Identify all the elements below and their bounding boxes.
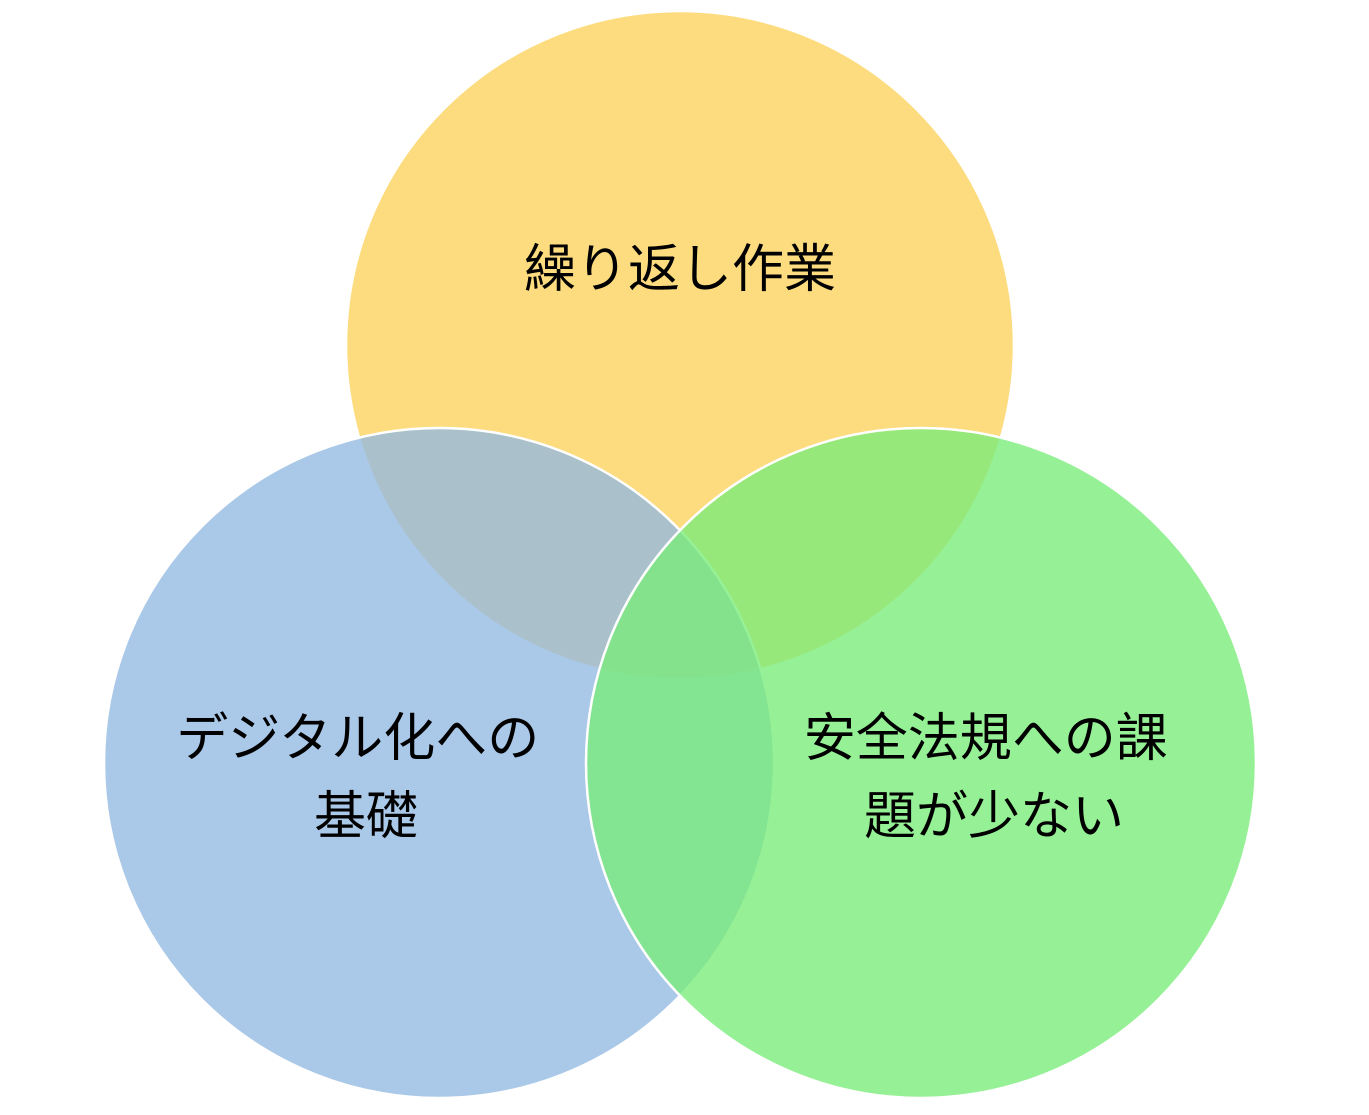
top-circle-label-line: 繰り返し作業 [524,240,836,300]
bottom-right-circle-label-line-2: 題が少ない [864,787,1124,847]
bottom-left-circle-label-line-1: デジタル化への [176,709,539,769]
bottom-right-circle-label-line-1: 安全法規への課 [804,709,1168,769]
bottom-right-circle [584,426,1258,1100]
bottom-left-circle-label-line-2: 基礎 [314,787,418,847]
top-circle-label: 繰り返し作業 [524,240,836,300]
bottom-left-circle-label: デジタル化への 基礎 [176,709,556,847]
bottom-right-circle-label: 安全法規への課 題が少ない [804,709,1185,847]
